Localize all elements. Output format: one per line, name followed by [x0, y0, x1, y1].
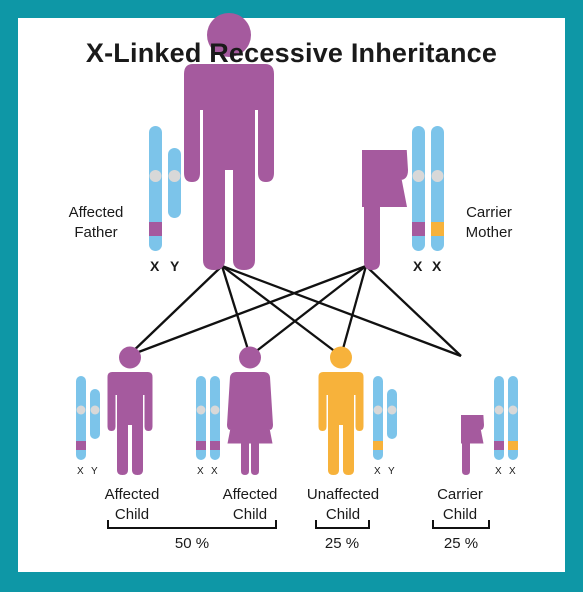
father-chromosome-x: X: [150, 258, 160, 274]
father-chromosome-y: Y: [170, 258, 180, 274]
child1-chromosomes: [76, 376, 100, 460]
mother-x-chromosome-2: [431, 126, 444, 251]
connector-line: [221, 265, 342, 357]
child-figure-carrier-daughter: [461, 415, 484, 475]
child-figure-unaffected-son: [318, 346, 364, 475]
bracket-25-carrier: [432, 520, 490, 529]
diagram-title: X-Linked Recessive Inheritance: [85, 38, 498, 68]
child3-chromosomes: [373, 376, 397, 460]
father-label-line1: Affected: [68, 204, 124, 221]
mother-chromosomes: [412, 126, 444, 251]
child1-label: Affected Child: [98, 485, 166, 525]
child4-label-line1: Carrier: [437, 486, 483, 503]
mother-label-line1: Carrier: [466, 204, 512, 221]
connector-line: [365, 265, 462, 357]
mother-label-line2: Mother: [465, 224, 513, 241]
child2-label-line2: Child: [232, 506, 268, 523]
child1-label-line2: Child: [114, 506, 150, 523]
percentage-brackets: [107, 520, 490, 529]
child-figure-affected-daughter: [227, 346, 273, 475]
father-x-chromosome: [149, 126, 162, 251]
child2-chromosome-x1: X: [197, 466, 204, 477]
connector-line: [220, 265, 252, 357]
child1-chromosome-y: Y: [91, 466, 98, 477]
mother-chromosome-x1: X: [413, 258, 423, 274]
father-label-line2: Father: [74, 224, 118, 241]
child-figure-affected-son: [107, 346, 153, 475]
child4-chromosome-x2: X: [509, 466, 516, 477]
connector-line: [127, 264, 367, 358]
child3-label-line1: Unaffected: [306, 486, 380, 503]
connector-lines: [127, 264, 462, 358]
child3-chromosome-x: X: [374, 466, 381, 477]
connector-line: [249, 265, 367, 357]
child2-chromosomes: [196, 376, 220, 460]
mother-label: Carrier Mother: [455, 203, 523, 243]
bracket-25-unaffected: [315, 520, 370, 529]
percent-25-unaffected: 25 %: [324, 535, 360, 552]
child2-chromosome-x2: X: [211, 466, 218, 477]
child3-label: Unaffected Child: [301, 485, 385, 525]
father-chromosomes: [149, 126, 181, 251]
connector-line: [127, 265, 223, 357]
child4-label-line2: Child: [442, 506, 478, 523]
child3-label-line2: Child: [325, 506, 361, 523]
child4-chromosomes: [494, 376, 518, 460]
father-label: Affected Father: [60, 203, 132, 243]
child4-label: Carrier Child: [428, 485, 492, 525]
bracket-50: [107, 520, 277, 529]
connector-line: [339, 265, 368, 357]
mother-x-chromosome-1: [412, 126, 425, 251]
percent-50: 50 %: [174, 535, 210, 552]
mother-chromosome-x2: X: [432, 258, 442, 274]
connector-line: [221, 264, 462, 358]
father-y-chromosome: [168, 148, 181, 218]
child2-label: Affected Child: [216, 485, 284, 525]
child4-chromosome-x1: X: [495, 466, 502, 477]
child3-chromosome-y: Y: [388, 466, 395, 477]
percent-25-carrier: 25 %: [443, 535, 479, 552]
child2-label-line1: Affected: [222, 486, 278, 503]
child1-chromosome-x: X: [77, 466, 84, 477]
child1-label-line1: Affected: [104, 486, 160, 503]
